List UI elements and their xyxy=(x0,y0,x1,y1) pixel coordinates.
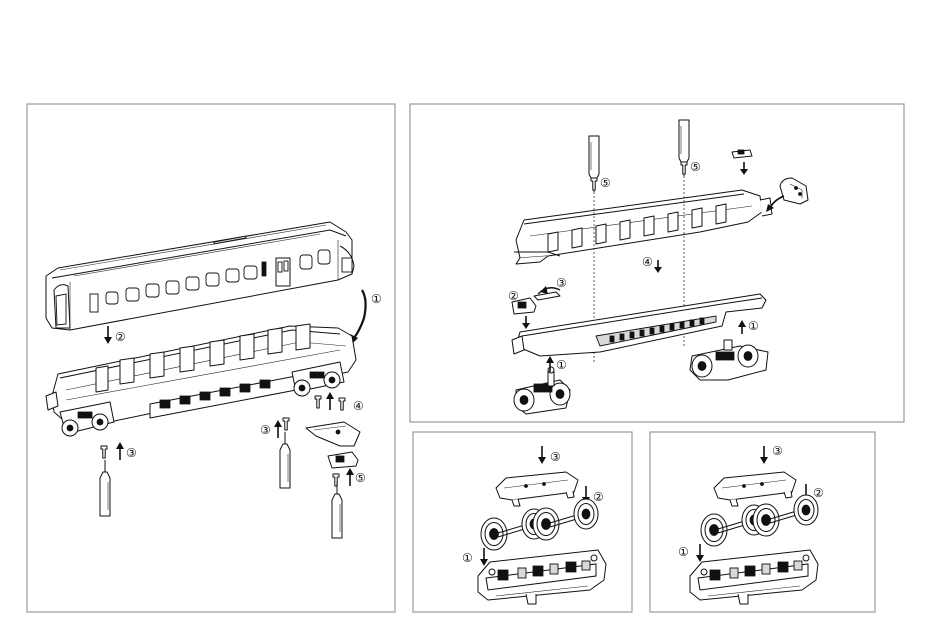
label-bogie-rear: ① xyxy=(748,319,759,333)
label-frame: ① xyxy=(462,551,473,565)
panel-frame xyxy=(410,104,904,422)
label-wheels: ② xyxy=(593,490,604,504)
panel-bogie-right: ③ ② ① xyxy=(650,432,875,612)
label-frame: ① xyxy=(678,545,689,559)
label-cover: ③ xyxy=(772,444,783,458)
label-lower-chassis: ② xyxy=(115,330,126,344)
label-screw-mid: ③ xyxy=(260,423,271,437)
label-screw-rear: ⑤ xyxy=(355,471,366,485)
label-lift-body: ① xyxy=(371,292,382,306)
panel-chassis: ⑤ ⑤ ④ ③ ② ① ① xyxy=(410,104,904,422)
label-lower-top: ④ xyxy=(642,255,653,269)
label-screw-left: ⑤ xyxy=(600,176,611,190)
label-coupler-lift: ③ xyxy=(556,276,567,290)
panel-car-body: ① ② ③ ③ ④ ⑤ xyxy=(27,104,395,612)
label-coupler-remove: ② xyxy=(508,289,519,303)
label-bogie-front: ① xyxy=(556,358,567,372)
label-screw-front: ③ xyxy=(126,446,137,460)
label-cover: ③ xyxy=(550,450,561,464)
panel-bogie-left: ③ ② ① xyxy=(413,432,632,612)
label-screw-right: ⑤ xyxy=(690,160,701,174)
label-wheels: ② xyxy=(813,486,824,500)
label-coupler-screws: ④ xyxy=(353,399,364,413)
